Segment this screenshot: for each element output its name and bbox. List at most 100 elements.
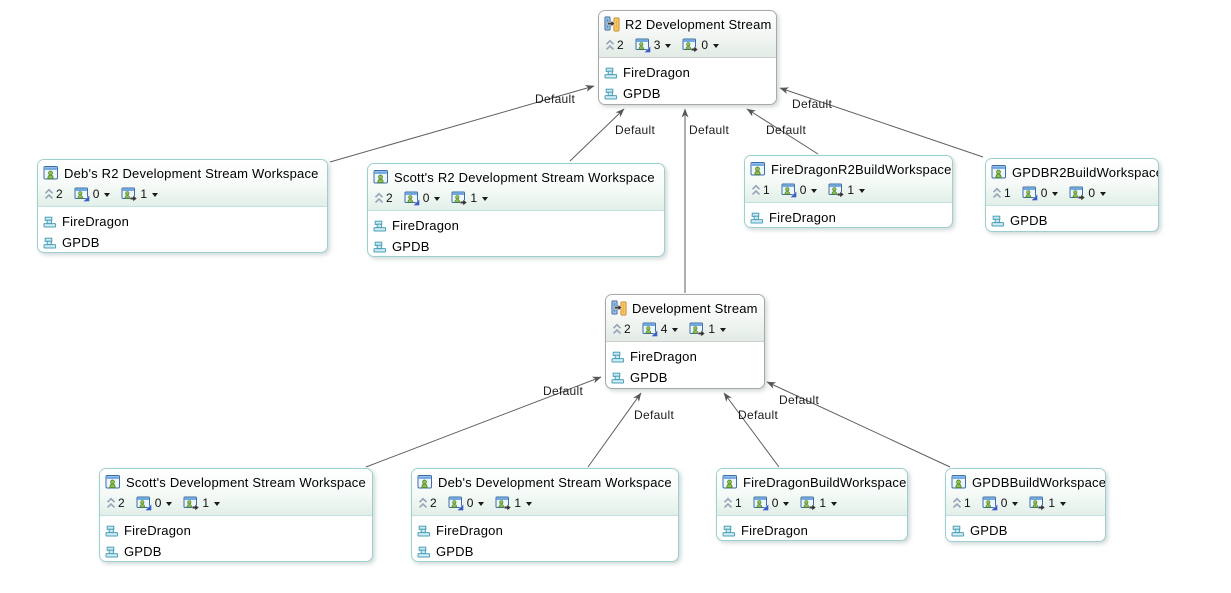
incoming-changes-button[interactable]: 0 bbox=[136, 496, 173, 511]
collapsed-count: 2 bbox=[624, 322, 631, 336]
component-icon bbox=[417, 545, 431, 559]
component-item[interactable]: GPDB bbox=[991, 210, 1153, 231]
incoming-changes-button[interactable]: 3 bbox=[635, 38, 672, 53]
outgoing-changes-button[interactable]: 1 bbox=[451, 191, 489, 206]
component-item[interactable]: GPDB bbox=[611, 367, 759, 388]
incoming-changes-button[interactable]: 0 bbox=[404, 191, 441, 206]
collapse-button[interactable]: 2 bbox=[418, 496, 437, 510]
outgoing-count: 1 bbox=[140, 187, 148, 201]
component-item[interactable]: FireDragon bbox=[417, 520, 673, 541]
component-item[interactable]: FireDragon bbox=[604, 62, 771, 83]
component-name: GPDB bbox=[62, 235, 100, 250]
flow-arrow-debs-dev[interactable] bbox=[587, 392, 642, 468]
component-icon bbox=[105, 545, 119, 559]
dropdown-caret-icon bbox=[478, 501, 485, 506]
incoming-changes-button[interactable]: 4 bbox=[642, 322, 679, 337]
incoming-count: 4 bbox=[660, 322, 668, 336]
component-name: GPDB bbox=[623, 86, 661, 101]
dropdown-caret-icon bbox=[831, 501, 838, 506]
double-chevron-up-icon bbox=[992, 187, 1002, 199]
outgoing-changes-button[interactable]: 1 bbox=[689, 322, 727, 337]
collapsed-count: 2 bbox=[56, 187, 63, 201]
component-name: GPDB bbox=[436, 544, 474, 559]
flow-arrow-gpdbbuild-dev[interactable] bbox=[766, 381, 951, 468]
component-icon bbox=[611, 371, 625, 385]
incoming-count: 0 bbox=[799, 183, 807, 197]
incoming-changes-button[interactable]: 0 bbox=[448, 496, 485, 511]
flow-arrow-debs-r2[interactable] bbox=[329, 84, 595, 163]
collapse-button[interactable]: 1 bbox=[723, 496, 742, 510]
component-name: GPDB bbox=[124, 544, 162, 559]
incoming-changes-button[interactable]: 0 bbox=[753, 496, 790, 511]
component-icon bbox=[417, 524, 431, 538]
incoming-changes-button[interactable]: 0 bbox=[781, 183, 818, 198]
flow-arrow-fdr2build-r2[interactable] bbox=[746, 108, 819, 155]
node-body: FireDragon GPDB bbox=[606, 342, 764, 390]
flow-arrow-scotts-dev[interactable] bbox=[365, 376, 602, 468]
component-name: GPDB bbox=[1010, 213, 1048, 228]
flow-arrow-scotts-r2[interactable] bbox=[569, 108, 625, 162]
outgoing-changes-button[interactable]: 0 bbox=[682, 38, 720, 53]
component-item[interactable]: GPDB bbox=[951, 520, 1100, 541]
node-title: R2 Development Stream bbox=[625, 16, 772, 32]
outgoing-count: 1 bbox=[708, 322, 716, 336]
dropdown-caret-icon bbox=[1060, 501, 1067, 506]
node-title: FireDragonR2BuildWorkspace bbox=[771, 161, 952, 177]
component-item[interactable]: GPDB bbox=[43, 232, 322, 253]
outgoing-flow-icon bbox=[121, 187, 138, 202]
node-scotts-r2-workspace[interactable]: Scott's R2 Development Stream Workspace … bbox=[367, 163, 665, 257]
node-title: Scott's R2 Development Stream Workspace bbox=[394, 169, 655, 185]
collapse-button[interactable]: 2 bbox=[374, 191, 393, 205]
component-name: FireDragon bbox=[769, 210, 837, 225]
collapse-button[interactable]: 2 bbox=[605, 38, 624, 52]
component-item[interactable]: FireDragon bbox=[750, 207, 947, 228]
node-gpdb-build-workspace[interactable]: GPDBBuildWorkspace 1 0 1 bbox=[945, 468, 1106, 542]
collapse-button[interactable]: 2 bbox=[106, 496, 125, 510]
incoming-flow-icon bbox=[448, 496, 465, 511]
outgoing-changes-button[interactable]: 1 bbox=[495, 496, 533, 511]
component-name: GPDB bbox=[630, 370, 668, 385]
collapse-button[interactable]: 1 bbox=[952, 496, 971, 510]
collapse-button[interactable]: 2 bbox=[612, 322, 631, 336]
node-firedragon-r2-build-workspace[interactable]: FireDragonR2BuildWorkspace 1 0 1 bbox=[744, 155, 953, 228]
outgoing-changes-button[interactable]: 1 bbox=[121, 187, 159, 202]
component-item[interactable]: GPDB bbox=[105, 541, 367, 562]
incoming-changes-button[interactable]: 0 bbox=[982, 496, 1019, 511]
node-scotts-dev-workspace[interactable]: Scott's Development Stream Workspace 2 0… bbox=[99, 468, 373, 562]
repository-workspace-icon bbox=[417, 474, 433, 490]
outgoing-changes-button[interactable]: 1 bbox=[183, 496, 221, 511]
component-item[interactable]: FireDragon bbox=[722, 520, 902, 541]
component-icon bbox=[611, 350, 625, 364]
flow-label: Default bbox=[689, 123, 730, 137]
outgoing-changes-button[interactable]: 1 bbox=[828, 183, 866, 198]
node-development-stream[interactable]: Development Stream 2 4 1 bbox=[605, 294, 765, 389]
node-gpdb-r2-build-workspace[interactable]: GPDBR2BuildWorkspace 1 0 0 bbox=[985, 158, 1159, 232]
component-item[interactable]: FireDragon bbox=[611, 346, 759, 367]
component-item[interactable]: GPDB bbox=[604, 83, 771, 104]
outgoing-changes-button[interactable]: 1 bbox=[1029, 496, 1067, 511]
collapse-button[interactable]: 2 bbox=[44, 187, 63, 201]
incoming-flow-icon bbox=[635, 38, 652, 53]
component-item[interactable]: GPDB bbox=[417, 541, 673, 562]
double-chevron-up-icon bbox=[418, 497, 428, 509]
collapse-button[interactable]: 1 bbox=[992, 186, 1011, 200]
flow-arrow-fdbuild-dev[interactable] bbox=[723, 392, 780, 468]
outgoing-changes-button[interactable]: 0 bbox=[1069, 186, 1107, 201]
repository-workspace-icon bbox=[43, 165, 59, 181]
component-item[interactable]: FireDragon bbox=[373, 215, 659, 236]
node-debs-dev-workspace[interactable]: Deb's Development Stream Workspace 2 0 1 bbox=[411, 468, 679, 562]
incoming-changes-button[interactable]: 0 bbox=[74, 187, 111, 202]
outgoing-changes-button[interactable]: 1 bbox=[800, 496, 838, 511]
flow-arrow-gpdbr2build-r2[interactable] bbox=[779, 87, 984, 158]
component-item[interactable]: FireDragon bbox=[105, 520, 367, 541]
node-debs-r2-workspace[interactable]: Deb's R2 Development Stream Workspace 2 … bbox=[37, 159, 328, 253]
component-item[interactable]: GPDB bbox=[373, 236, 659, 257]
component-item[interactable]: FireDragon bbox=[43, 211, 322, 232]
collapse-button[interactable]: 1 bbox=[751, 183, 770, 197]
outgoing-flow-icon bbox=[689, 322, 706, 337]
node-r2-development-stream[interactable]: R2 Development Stream 2 3 0 bbox=[598, 10, 777, 105]
outgoing-flow-icon bbox=[183, 496, 200, 511]
incoming-changes-button[interactable]: 0 bbox=[1022, 186, 1059, 201]
outgoing-flow-icon bbox=[800, 496, 817, 511]
node-firedragon-build-workspace[interactable]: FireDragonBuildWorkspace 1 0 1 bbox=[716, 468, 908, 541]
